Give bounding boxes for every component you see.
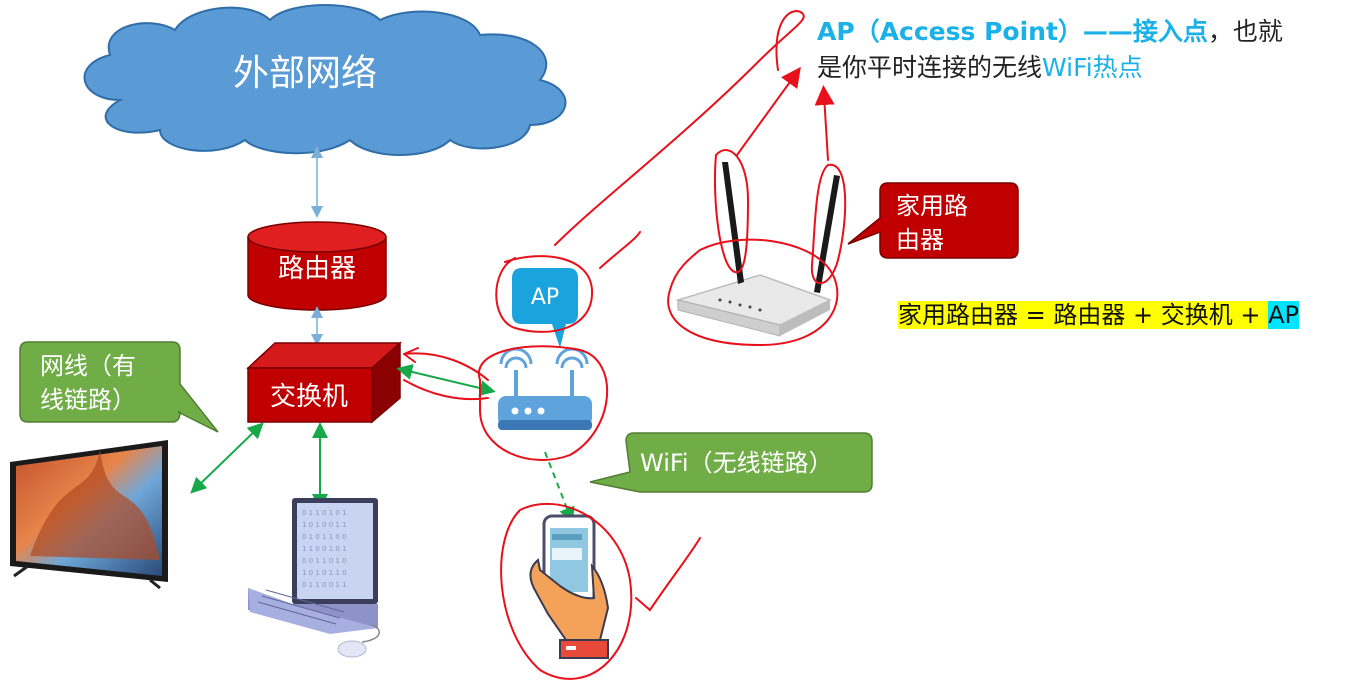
wireless-router-icon <box>498 347 592 430</box>
router-label: 路由器 <box>278 254 356 284</box>
router-cylinder: 路由器 <box>247 221 387 311</box>
wired-callout-line2: 线链路） <box>40 386 136 414</box>
formula-text: 家用路由器 = 路由器 + 交换机 + <box>898 301 1269 329</box>
switch-tv-link <box>190 422 264 494</box>
formula-ap-highlight: AP <box>1268 301 1299 329</box>
svg-text:1 1 0 0 1 0 1: 1 1 0 0 1 0 1 <box>302 545 347 553</box>
phone-circle <box>500 502 633 680</box>
external-network-cloud: 外部网络 <box>83 4 567 156</box>
svg-text:0 0 1 1 0 1 0: 0 0 1 1 0 1 0 <box>302 557 347 565</box>
svg-text:0 1 1 0 0 1 1: 0 1 1 0 0 1 1 <box>302 581 347 589</box>
phone-check-mark <box>635 537 701 612</box>
ap-definition-line1: AP（Access Point）——接入点，也就 <box>817 12 1283 48</box>
phone-in-hand-image <box>529 514 610 659</box>
home-router-callout-line1: 家用路 <box>896 192 968 220</box>
switch-arrow-upper <box>403 352 489 381</box>
ap-bubble: AP <box>512 268 578 348</box>
ap-definition-wifi-hotspot: WiFi热点 <box>1042 53 1143 82</box>
home-router-callout: 家用路 由器 <box>847 182 1019 259</box>
switch-box: 交换机 <box>246 341 402 424</box>
cloud-label: 外部网络 <box>233 53 377 94</box>
switch-arrow-lower <box>403 379 489 401</box>
svg-text:0 1 0 1 1 0 0: 0 1 0 1 1 0 0 <box>302 533 347 541</box>
switch-label: 交换机 <box>270 382 348 412</box>
ap-tick-mark <box>599 231 641 269</box>
home-router-formula: 家用路由器 = 路由器 + 交换机 + AP <box>898 295 1299 330</box>
wired-callout-line1: 网线（有 <box>40 352 136 380</box>
switch-ap-link <box>396 364 496 396</box>
right-antenna-circle <box>810 163 847 285</box>
wifi-router-circle <box>477 345 609 461</box>
svg-text:0 1 1 0 1 0 1: 0 1 1 0 1 0 1 <box>302 509 347 517</box>
left-antenna-circle <box>713 149 750 274</box>
home-router-callout-line2: 由器 <box>896 226 944 254</box>
laptop-image: 0 1 1 0 1 0 1 1 0 1 0 0 1 1 0 1 0 1 1 0 … <box>248 498 381 658</box>
ap-definition-term: AP（Access Point）——接入点 <box>817 17 1208 46</box>
red-annotations <box>403 10 847 680</box>
switch-arrowhead <box>403 347 419 363</box>
ap-definition-mid: ，也就 <box>1207 17 1283 46</box>
svg-text:1 0 1 0 1 1 0: 1 0 1 0 1 1 0 <box>302 569 347 577</box>
ap-definition-line2-prefix: 是你平时连接的无线 <box>817 53 1043 82</box>
ap-definition-line2: 是你平时连接的无线WiFi热点 <box>817 48 1143 84</box>
wifi-link-callout: WiFi（无线链路） <box>589 432 873 493</box>
wifi-callout-text: WiFi（无线链路） <box>640 449 833 477</box>
tv-image <box>10 440 168 590</box>
wired-link-callout: 网线（有 线链路） <box>19 341 219 433</box>
home-router-circle <box>667 238 839 347</box>
svg-text:1 0 1 0 0 1 1: 1 0 1 0 0 1 1 <box>302 521 347 529</box>
right-antenna-arrow <box>814 85 835 161</box>
ap-bubble-circle <box>495 255 594 333</box>
left-antenna-arrow <box>736 66 801 156</box>
ap-to-text-loop <box>554 10 805 246</box>
home-router-image <box>675 162 840 337</box>
ap-bubble-label: AP <box>531 285 559 310</box>
